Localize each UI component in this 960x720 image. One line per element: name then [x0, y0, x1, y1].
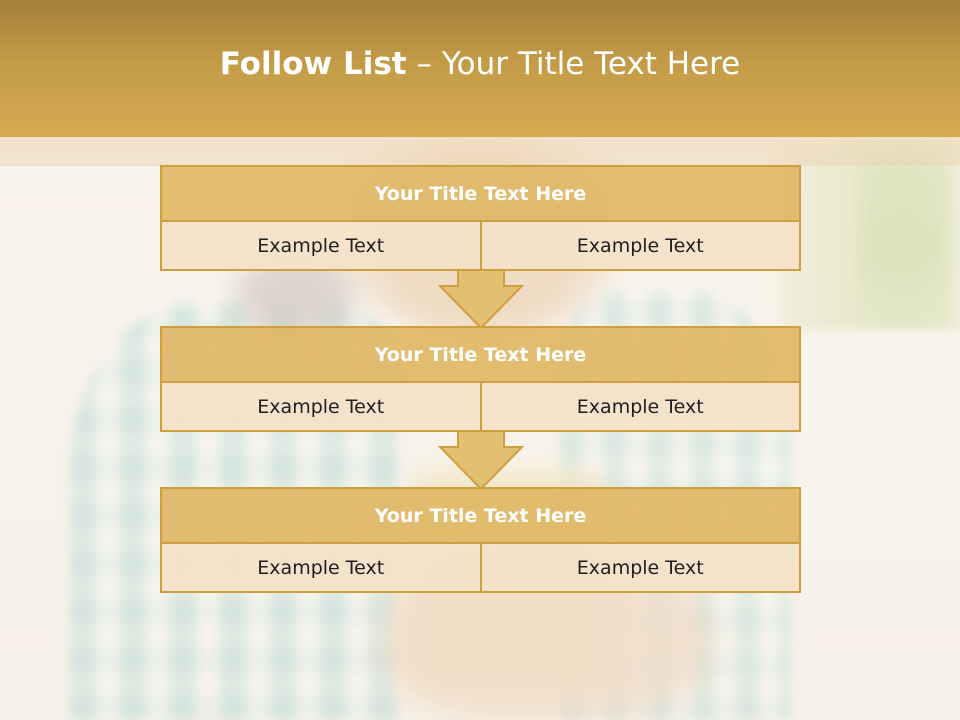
block-cell-left[interactable]: Example Text	[162, 222, 480, 269]
block-row: Example Text Example Text	[160, 544, 801, 593]
block-row: Example Text Example Text	[160, 222, 801, 271]
slide-title-rest: – Your Title Text Here	[406, 45, 741, 82]
block-title[interactable]: Your Title Text Here	[160, 165, 801, 222]
block-cell-right[interactable]: Example Text	[479, 383, 799, 430]
block-row: Example Text Example Text	[160, 383, 801, 432]
slide-title[interactable]: Follow List – Your Title Text Here	[220, 46, 740, 82]
down-arrow-icon	[438, 431, 524, 491]
flow-block-1: Your Title Text Here Example Text Exampl…	[160, 165, 801, 271]
block-cell-right[interactable]: Example Text	[479, 222, 799, 269]
flow-block-3: Your Title Text Here Example Text Exampl…	[160, 487, 801, 593]
block-title[interactable]: Your Title Text Here	[160, 487, 801, 544]
title-bar: Follow List – Your Title Text Here	[0, 0, 960, 137]
block-cell-right[interactable]: Example Text	[479, 544, 799, 591]
title-underband	[0, 137, 960, 166]
block-cell-left[interactable]: Example Text	[162, 544, 480, 591]
down-arrow-icon	[438, 270, 524, 330]
slide-title-bold: Follow List	[219, 45, 407, 82]
flow-block-2: Your Title Text Here Example Text Exampl…	[160, 326, 801, 432]
block-cell-left[interactable]: Example Text	[162, 383, 480, 430]
block-title[interactable]: Your Title Text Here	[160, 326, 801, 383]
